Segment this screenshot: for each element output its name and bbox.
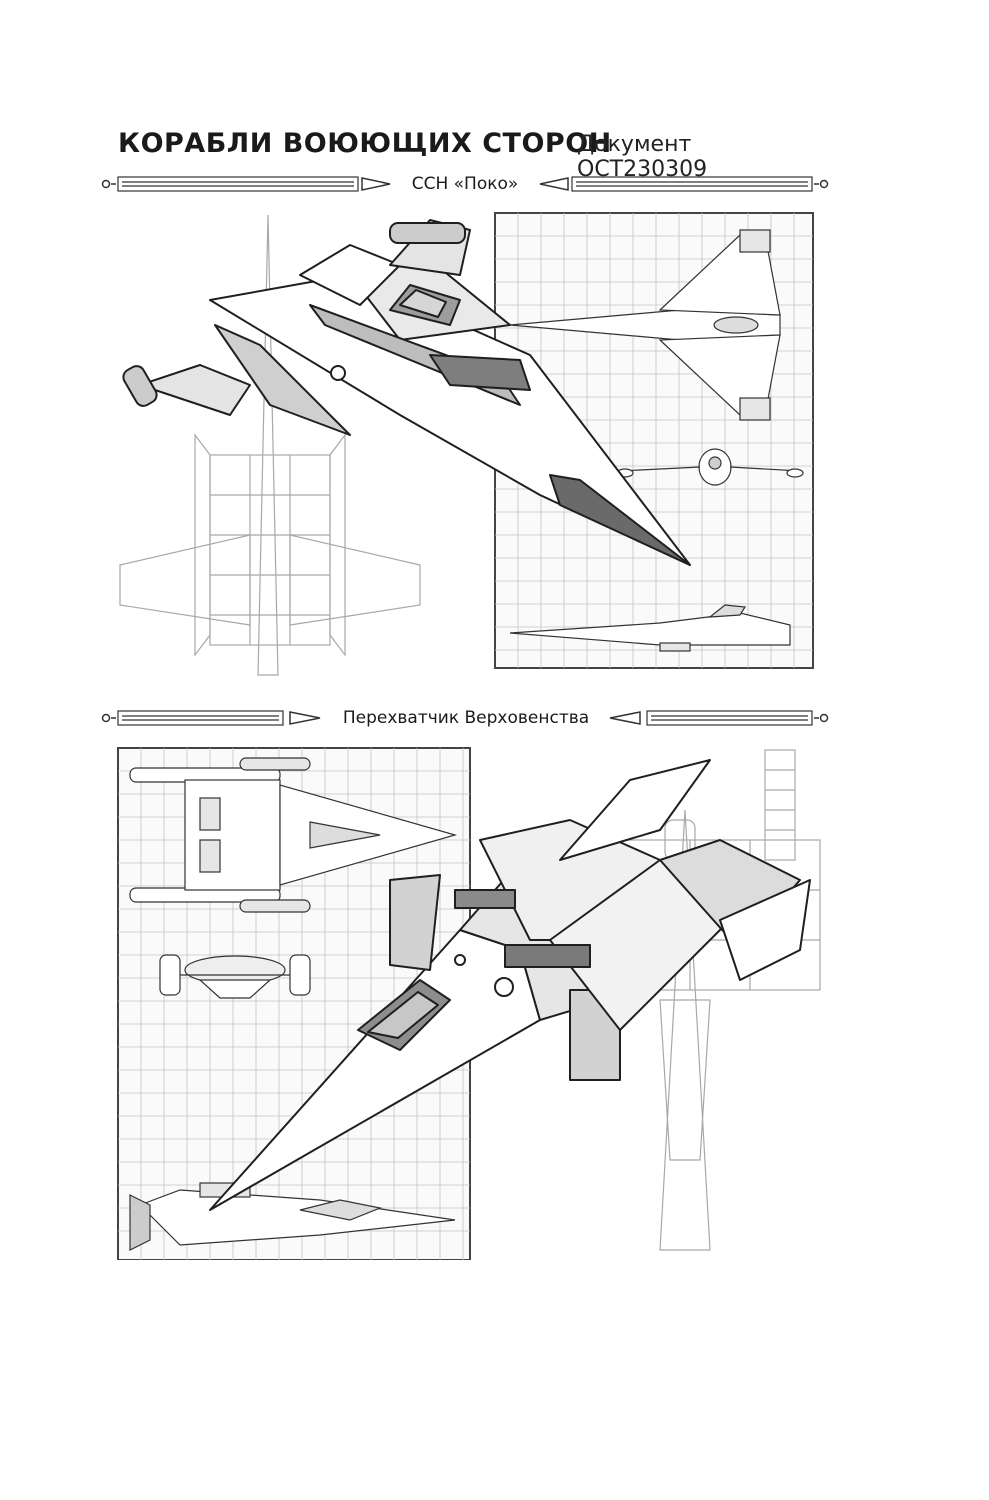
section-divider-interceptor: Перехватчик Верховенства — [100, 706, 830, 730]
divider-ornament-icon — [101, 176, 829, 192]
document-id: Документ OCT230309 — [577, 132, 708, 182]
section-title-poko: ССН «Поко» — [411, 174, 519, 194]
supremacy-interceptor-illustration — [100, 740, 830, 1261]
section-divider-poko: ССН «Поко» — [100, 172, 830, 196]
section-title-interceptor: Перехватчик Верховенства — [342, 708, 590, 728]
poko-starfighter-illustration — [100, 205, 830, 685]
page-header: КОРАБЛИ ВОЮЮЩИХ СТОРОН Документ OCT23030… — [118, 128, 818, 182]
page-title: КОРАБЛИ ВОЮЮЩИХ СТОРОН — [118, 128, 612, 159]
divider-ornament-icon — [101, 710, 829, 726]
